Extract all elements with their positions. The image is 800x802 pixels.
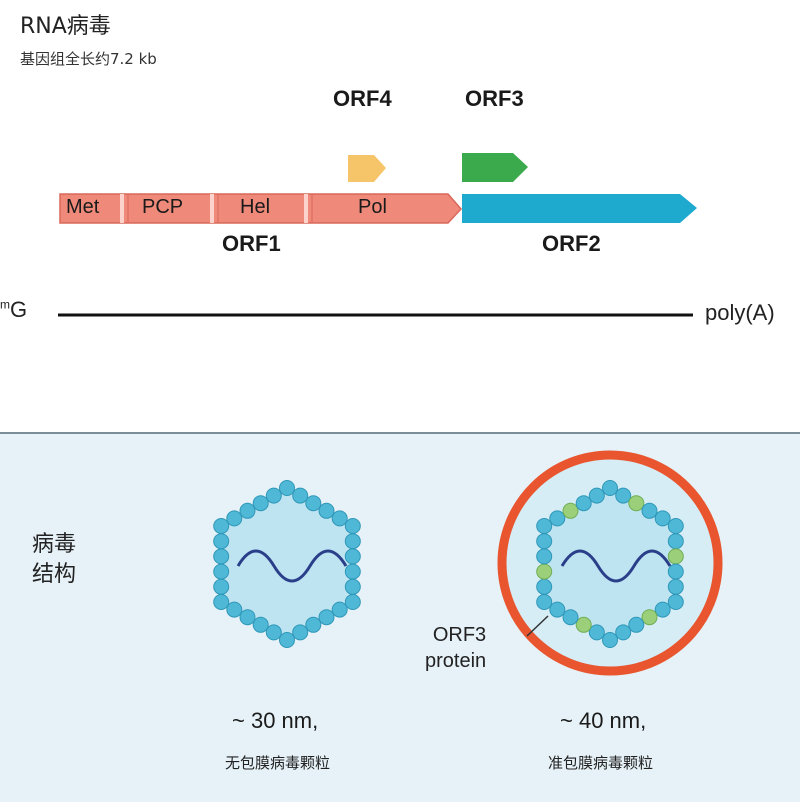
capsid-bead (667, 533, 684, 550)
capsid-bead (213, 578, 230, 595)
orf3-label: ORF3 (465, 86, 524, 111)
capsid-bead (549, 601, 566, 618)
capsid-bead (667, 518, 684, 534)
capsid-bead (667, 578, 684, 595)
orf3-protein-bead (575, 616, 592, 633)
poly-a-label: poly(A) (705, 300, 775, 325)
orf2-label: ORF2 (542, 231, 601, 256)
capsid-bead (292, 487, 309, 504)
orf3-protein-bead (667, 548, 684, 565)
domain-pcp-label: PCP (142, 196, 184, 218)
capsid-bead (615, 487, 632, 504)
structure-label-line2: 结构 (32, 562, 77, 587)
capsid-bead (318, 502, 335, 519)
capsid-bead (265, 487, 282, 504)
capsid-bead (226, 601, 243, 618)
orf4-arrow (348, 155, 386, 182)
capsid-bead (213, 548, 230, 565)
capsid-bead (628, 616, 645, 633)
capsid-bead (252, 616, 269, 633)
capsid-bead (615, 624, 632, 641)
capsid-bead (536, 578, 553, 595)
capsid-bead (549, 510, 566, 527)
genome-size-subtitle: 基因组全长约7.2 kb (20, 50, 157, 68)
orf3-protein-bead (562, 502, 579, 519)
orf3-callout-line (526, 615, 549, 637)
capsid-bead (213, 533, 230, 550)
capsid-bead (536, 548, 553, 565)
capsid-bead (344, 548, 361, 565)
five-prime-cap-label: mG (0, 297, 27, 323)
capsid-bead (344, 533, 361, 550)
capsid-bead (344, 594, 361, 610)
capsid-bead (344, 578, 361, 595)
orf4-label: ORF4 (333, 86, 392, 111)
orf3-arrow (462, 153, 528, 182)
capsid-bead (641, 502, 658, 519)
capsid-bead (331, 601, 348, 618)
capsid-bead (213, 563, 230, 580)
capsid-bead (536, 594, 553, 610)
capsid-bead (265, 624, 282, 641)
structure-label-line1: 病毒 (32, 532, 77, 557)
capsid-bead (213, 594, 230, 610)
orf3-protein-bead (641, 609, 658, 626)
naked-virion (213, 480, 361, 648)
domain-hel-label: Hel (240, 196, 271, 218)
capsid-bead (239, 502, 256, 519)
capsid-bead (667, 594, 684, 610)
capsid-bead (654, 601, 671, 618)
orf3-protein-bead (536, 563, 553, 580)
naked-capsid-interior (221, 488, 353, 640)
enveloped-rna-wave (560, 549, 672, 583)
capsid-bead (536, 533, 553, 550)
enveloped-size-label: ~ 40 nm, (560, 708, 647, 733)
naked-size-label: ~ 30 nm, (232, 708, 319, 733)
cap-superscript: m (0, 297, 10, 312)
capsid-bead (239, 609, 256, 626)
orf1-bar (59, 193, 463, 224)
capsid-bead (667, 563, 684, 580)
capsid-bead (331, 510, 348, 527)
capsid-bead (536, 518, 553, 534)
capsid-bead (318, 609, 335, 626)
capsid-bead (588, 487, 605, 504)
orf3-protein-bead (628, 495, 645, 512)
callout-line1: ORF3 (432, 624, 487, 646)
callout-line2: protein (425, 650, 487, 672)
capsid-bead (602, 480, 618, 496)
cap-base: G (10, 297, 28, 322)
enveloped-virion (497, 450, 723, 676)
virus-particles (213, 450, 723, 676)
orf1-label: ORF1 (222, 231, 281, 256)
naked-caption: 无包膜病毒颗粒 (225, 754, 331, 772)
genome-map (58, 153, 697, 317)
domain-pol-label: Pol (358, 196, 387, 218)
capsid-bead (588, 624, 605, 641)
domain-met-label: Met (66, 196, 100, 218)
capsid-bead (213, 518, 230, 534)
capsid-bead (602, 632, 618, 648)
capsid-bead (226, 510, 243, 527)
capsid-bead (292, 624, 309, 641)
virus-structure-panel: 病毒 结构 ORF3 protein ~ 30 nm, 无包膜病毒颗粒 ~ 40… (0, 432, 800, 802)
enveloped-capsid-interior (544, 488, 676, 640)
orf3-protein-callout: ORF3 protein (425, 622, 486, 674)
capsid-bead (305, 495, 322, 512)
capsid-bead (305, 616, 322, 633)
enveloped-caption: 准包膜病毒颗粒 (548, 754, 654, 772)
structure-section-label: 病毒 结构 (32, 530, 76, 590)
diagram-title: RNA病毒 (20, 14, 111, 39)
orf2-arrow (462, 194, 697, 223)
naked-rna-wave (236, 549, 348, 583)
capsid-bead (344, 518, 361, 534)
capsid-bead (575, 495, 592, 512)
capsid-bead (562, 609, 579, 626)
capsid-bead (279, 480, 295, 496)
capsid-bead (654, 510, 671, 527)
capsid-bead (344, 563, 361, 580)
capsid-bead (279, 632, 295, 648)
capsid-bead (252, 495, 269, 512)
